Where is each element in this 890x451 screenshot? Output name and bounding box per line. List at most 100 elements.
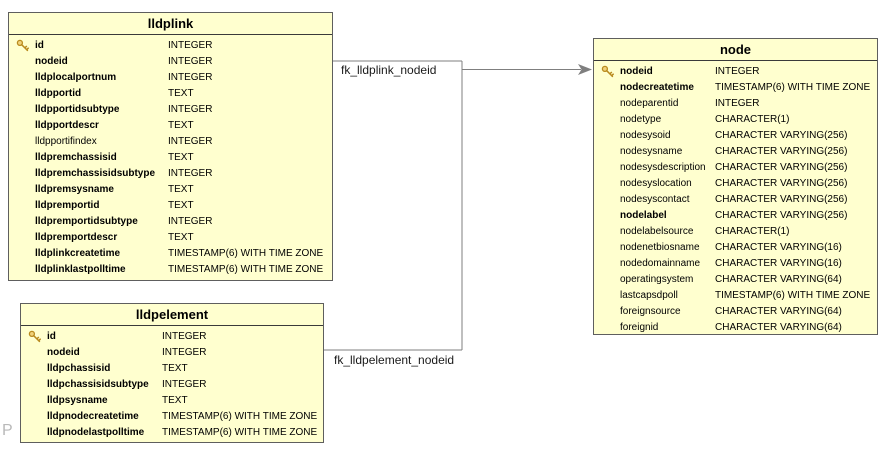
column-row: lldpnodecreatetime TIMESTAMP(6) WITH TIME… — [21, 409, 323, 425]
column-name: lldpremportdescr — [35, 232, 118, 243]
column-name: lastcapsdpoll — [620, 290, 678, 301]
column-type: TIMESTAMP(6) WITH TIME ZONE — [715, 290, 871, 301]
column-name: nodeid — [35, 56, 68, 67]
table-title: lldplink — [9, 13, 332, 35]
column-type: CHARACTER VARYING(256) — [715, 178, 848, 189]
key-icon — [28, 330, 41, 343]
column-row: lldpchassisid TEXT — [21, 361, 323, 377]
column-name: nodecreatetime — [620, 82, 694, 93]
column-name: id — [35, 40, 44, 51]
column-name: lldpremsysname — [35, 184, 114, 195]
column-name: foreignsource — [620, 306, 681, 317]
column-type: CHARACTER VARYING(256) — [715, 130, 848, 141]
fk-label-lldpelement-nodeid: fk_lldpelement_nodeid — [334, 353, 455, 367]
column-row: nodesysoid CHARACTER VARYING(256) — [594, 128, 877, 144]
column-name: lldpportifindex — [35, 136, 97, 147]
column-type: INTEGER — [162, 331, 207, 342]
column-name: nodeid — [47, 347, 80, 358]
column-name: lldpportid — [35, 88, 82, 99]
column-name: lldpchassisid — [47, 363, 111, 374]
column-type: INTEGER — [168, 168, 213, 179]
column-name: nodelabel — [620, 210, 667, 221]
column-type: TEXT — [168, 88, 194, 99]
column-name: lldpnodelastpolltime — [47, 427, 145, 438]
column-type: CHARACTER VARYING(64) — [715, 322, 842, 333]
column-row: lldplinklastpolltime TIMESTAMP(6) WITH TI… — [9, 262, 332, 278]
table-title: lldpelement — [21, 304, 323, 326]
table-title: node — [594, 39, 877, 61]
column-name: nodenetbiosname — [620, 242, 700, 253]
column-row: lldpremportdescr TEXT — [9, 230, 332, 246]
key-icon — [601, 65, 614, 78]
column-type: TEXT — [168, 152, 194, 163]
column-type: INTEGER — [168, 72, 213, 83]
column-row: lldpchassisidsubtype INTEGER — [21, 377, 323, 393]
column-name: nodetype — [620, 114, 662, 125]
column-type: TIMESTAMP(6) WITH TIME ZONE — [715, 82, 871, 93]
watermark-text: P — [2, 422, 13, 439]
column-row: nodeid INTEGER — [21, 345, 323, 361]
column-name: nodedomainname — [620, 258, 701, 269]
column-type: TIMESTAMP(6) WITH TIME ZONE — [168, 248, 324, 259]
column-type: CHARACTER VARYING(16) — [715, 258, 842, 269]
column-type: CHARACTER(1) — [715, 226, 790, 237]
column-type: INTEGER — [162, 347, 207, 358]
key-icon — [16, 39, 29, 52]
column-name: lldplinklastpolltime — [35, 264, 126, 275]
column-type: INTEGER — [168, 136, 213, 147]
column-type: INTEGER — [715, 98, 760, 109]
column-type: TEXT — [168, 200, 194, 211]
column-type: TIMESTAMP(6) WITH TIME ZONE — [162, 411, 318, 422]
column-name: foreignid — [620, 322, 659, 333]
column-name: operatingsystem — [620, 274, 694, 285]
column-row: operatingsystem CHARACTER VARYING(64) — [594, 272, 877, 288]
column-type: INTEGER — [162, 379, 207, 390]
column-name: nodelabelsource — [620, 226, 694, 237]
column-type: CHARACTER VARYING(256) — [715, 162, 848, 173]
column-type: TEXT — [168, 232, 194, 243]
column-type: CHARACTER VARYING(64) — [715, 274, 842, 285]
column-name: lldpchassisidsubtype — [47, 379, 149, 390]
column-row: lastcapsdpoll TIMESTAMP(6) WITH TIME ZONE — [594, 288, 877, 304]
column-name: lldpremportidsubtype — [35, 216, 138, 227]
column-type: TEXT — [162, 363, 188, 374]
column-name: lldpsysname — [47, 395, 108, 406]
column-row: lldpportid TEXT — [9, 86, 332, 102]
column-type: INTEGER — [168, 56, 213, 67]
column-name: lldpnodecreatetime — [47, 411, 139, 422]
column-type: CHARACTER VARYING(16) — [715, 242, 842, 253]
column-row: nodedomainname CHARACTER VARYING(16) — [594, 256, 877, 272]
column-row: nodenetbiosname CHARACTER VARYING(16) — [594, 240, 877, 256]
column-name: lldplocalportnum — [35, 72, 117, 83]
column-name: id — [47, 331, 56, 342]
column-name: lldplinkcreatetime — [35, 248, 121, 259]
column-name: nodesyscontact — [620, 194, 690, 205]
column-type: TIMESTAMP(6) WITH TIME ZONE — [168, 264, 324, 275]
column-type: INTEGER — [168, 104, 213, 115]
column-name: nodesysoid — [620, 130, 671, 141]
column-name: nodesysname — [620, 146, 683, 157]
